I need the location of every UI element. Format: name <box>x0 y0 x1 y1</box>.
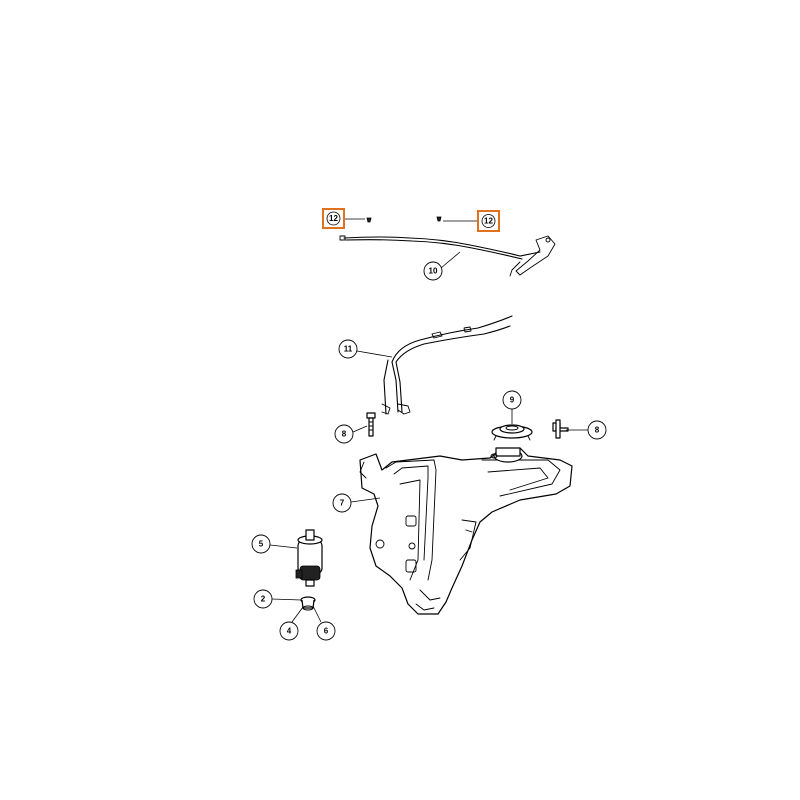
callout-12-left: 12 <box>322 208 345 229</box>
svg-text:2: 2 <box>261 595 266 604</box>
svg-text:12: 12 <box>329 214 338 223</box>
svg-text:8: 8 <box>595 426 600 435</box>
svg-text:12: 12 <box>484 217 493 226</box>
svg-text:4: 4 <box>287 627 292 636</box>
part-8-bolt-left <box>366 412 376 437</box>
callout-2: 2 <box>253 589 273 609</box>
part-11-hose-assembly <box>381 315 513 415</box>
callout-11: 11 <box>338 339 358 359</box>
callout-7: 7 <box>332 493 352 513</box>
callout-8-right: 8 <box>587 420 607 440</box>
callout-5: 5 <box>251 534 271 554</box>
callout-4: 4 <box>279 621 299 641</box>
part-9-filler-seal <box>491 424 533 441</box>
part-2-grommet <box>300 596 316 611</box>
svg-text:9: 9 <box>510 396 515 405</box>
leader-lines <box>269 218 588 623</box>
callout-6: 6 <box>316 621 336 641</box>
part-12-clip-left <box>366 217 372 223</box>
callout-9: 9 <box>502 390 522 410</box>
callout-10: 10 <box>423 261 443 281</box>
svg-text:10: 10 <box>429 267 438 276</box>
part-5-washer-pump <box>295 529 323 587</box>
svg-text:5: 5 <box>259 540 264 549</box>
svg-text:8: 8 <box>342 430 347 439</box>
svg-text:7: 7 <box>340 499 345 508</box>
callout-8-left: 8 <box>334 424 354 444</box>
part-10-washer-hose <box>339 235 556 277</box>
part-7-washer-reservoir <box>359 447 573 615</box>
svg-text:11: 11 <box>344 345 353 354</box>
part-12-clip-right <box>436 216 442 222</box>
svg-text:6: 6 <box>324 627 329 636</box>
callout-12-right: 12 <box>477 210 500 232</box>
part-8-bolt-right <box>552 419 569 439</box>
